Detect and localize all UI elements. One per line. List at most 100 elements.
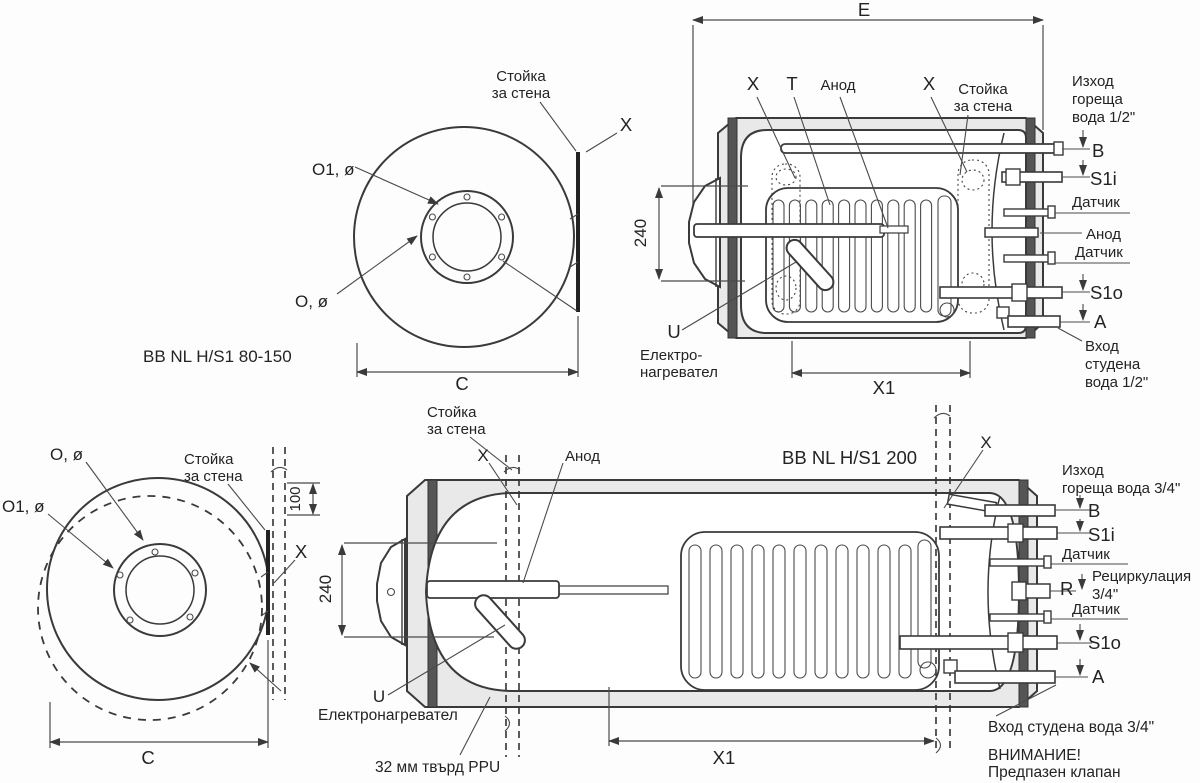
dim-100-label: 100 — [287, 486, 304, 511]
outlet-label-2: гореща вода 3/4" — [1062, 480, 1180, 497]
anode-label: Анод — [1086, 226, 1121, 243]
o1-leader — [354, 166, 439, 205]
sensor-bottom-label: Датчик — [1075, 244, 1123, 261]
x-label: X — [295, 541, 307, 562]
heater-flange-dome — [376, 537, 406, 647]
o-leader — [336, 235, 418, 295]
callouts-right: Изход гореща вода 1/2" B S1i Датчик Анод… — [1040, 73, 1148, 391]
dimension-100: 100 — [287, 482, 320, 516]
heating-element — [426, 580, 669, 650]
dimension-x1: X1 — [791, 341, 971, 398]
wall-stand-leader — [539, 101, 577, 152]
dimension-240: 240 — [631, 185, 748, 282]
inlet-label-1: Вход — [1085, 338, 1119, 355]
t-label: T — [786, 73, 797, 94]
o1-label: O1, ø — [2, 497, 45, 516]
wall-stand-label-1: Стойка — [427, 404, 477, 421]
wall-stand-dotted-right — [957, 159, 990, 314]
dim-240-label: 240 — [316, 575, 335, 603]
wall-stand — [260, 447, 288, 700]
flange-bolt-holes — [116, 548, 199, 624]
wall-stand-hooks — [569, 213, 579, 268]
anode-top-label: Анод — [565, 448, 600, 465]
wall-stand-dotted-left — [771, 163, 801, 315]
wall-stand-label-1: Стойка — [496, 68, 546, 85]
wall-stand-label-1: Стойка — [184, 451, 234, 468]
tilt-arrow — [249, 662, 282, 692]
ppu-label: 32 мм твърд PPU — [375, 759, 500, 776]
wall-stand-dashed-right — [933, 405, 951, 754]
wall-stand-leader — [227, 483, 266, 531]
sensor-top-label: Датчик — [1062, 546, 1110, 563]
x-right-label: X — [980, 433, 991, 452]
tank-tilted-dashed-circle — [37, 495, 263, 721]
pipe-s1o — [939, 286, 1063, 299]
dimension-240: 240 — [316, 542, 497, 638]
wall-stand-label-2: за стена — [427, 421, 486, 438]
o1-leader — [47, 513, 114, 569]
wall-stand-label-2: за стена — [184, 468, 243, 485]
pipe-a — [954, 670, 1056, 684]
wall-stand-label-2: за стена — [954, 98, 1013, 115]
anode-top-label: Анод — [820, 77, 855, 94]
dimension-e: E — [692, 0, 1044, 215]
x-top-label: X — [477, 446, 488, 465]
dimension-c: C — [356, 316, 579, 394]
model-label: BB NL H/S1 200 — [782, 447, 917, 468]
tank-dished-end — [987, 495, 1001, 690]
sensor-top-stub — [1003, 208, 1053, 217]
u-label: U — [373, 687, 385, 706]
dim-240-label: 240 — [631, 219, 650, 247]
warning-label: ВНИМАНИЕ! — [988, 747, 1081, 764]
pipe-a — [1007, 315, 1061, 328]
tank-outline-circle — [353, 126, 575, 348]
inlet-label-2: студена — [1085, 356, 1141, 373]
flange-outer-circle — [420, 190, 514, 284]
wall-stand-dashed-left — [503, 455, 521, 757]
o-leader — [85, 461, 144, 541]
s1o-label: S1o — [1088, 632, 1121, 653]
anode-rod — [879, 225, 909, 234]
sensor-bottom-label: Датчик — [1072, 601, 1120, 618]
recirc-label-1: Рециркулация — [1092, 568, 1191, 585]
flange-to-wall-leader — [502, 260, 578, 312]
inlet-label: Вход студена вода 3/4" — [988, 719, 1154, 736]
heating-element — [693, 223, 909, 292]
s1i-label: S1i — [1088, 524, 1115, 545]
b-label: B — [1092, 140, 1104, 161]
pipe-b — [984, 504, 1056, 517]
outlet-label-2: гореща — [1072, 91, 1124, 108]
x-leader — [585, 132, 618, 153]
sensor-bottom-stub — [1003, 254, 1053, 263]
model-label: BB NL H/S1 80-150 — [143, 347, 292, 366]
view-side-200: 240 Стойка за стена X Анод BB NL H/S1 20… — [316, 404, 1191, 781]
s1o-label: S1o — [1090, 282, 1123, 303]
dimension-x1: X1 — [608, 687, 935, 768]
heater-label-1: Електро- — [640, 347, 702, 364]
callouts-right: Изход гореща вода 3/4" B S1i Датчик R Ре… — [988, 462, 1191, 781]
flange-inner-circle — [432, 202, 502, 272]
x-leader — [273, 559, 296, 584]
tank-outline-circle — [46, 477, 270, 701]
view-front-80-150: C Стойка за стена X O1, ø O, ø BB NL H/S… — [143, 68, 632, 394]
o-label: O, ø — [295, 292, 328, 311]
flange-outer-circle — [113, 543, 207, 637]
s1i-label: S1i — [1090, 168, 1117, 189]
heat-exchanger-coil — [680, 531, 940, 691]
outlet-label-3: вода 1/2" — [1072, 109, 1135, 126]
o-label: O, ø — [50, 445, 83, 464]
heater-label: Електронагревател — [318, 707, 458, 724]
anode-stub — [984, 227, 1039, 238]
a-label: A — [1094, 311, 1107, 332]
pipe-s1o — [899, 635, 1058, 650]
sensor-top-stub — [989, 558, 1045, 567]
o1-label: O1, ø — [312, 160, 355, 179]
heater-u-loop — [785, 238, 835, 292]
flange-bolt-holes — [428, 193, 506, 281]
x-top-left-label: X — [747, 73, 759, 94]
wall-stand-label-2: за стена — [492, 85, 551, 102]
outlet-label-1: Изход — [1072, 73, 1114, 90]
dim-x1-label: X1 — [713, 747, 736, 768]
heat-exchanger-coil — [765, 187, 959, 323]
